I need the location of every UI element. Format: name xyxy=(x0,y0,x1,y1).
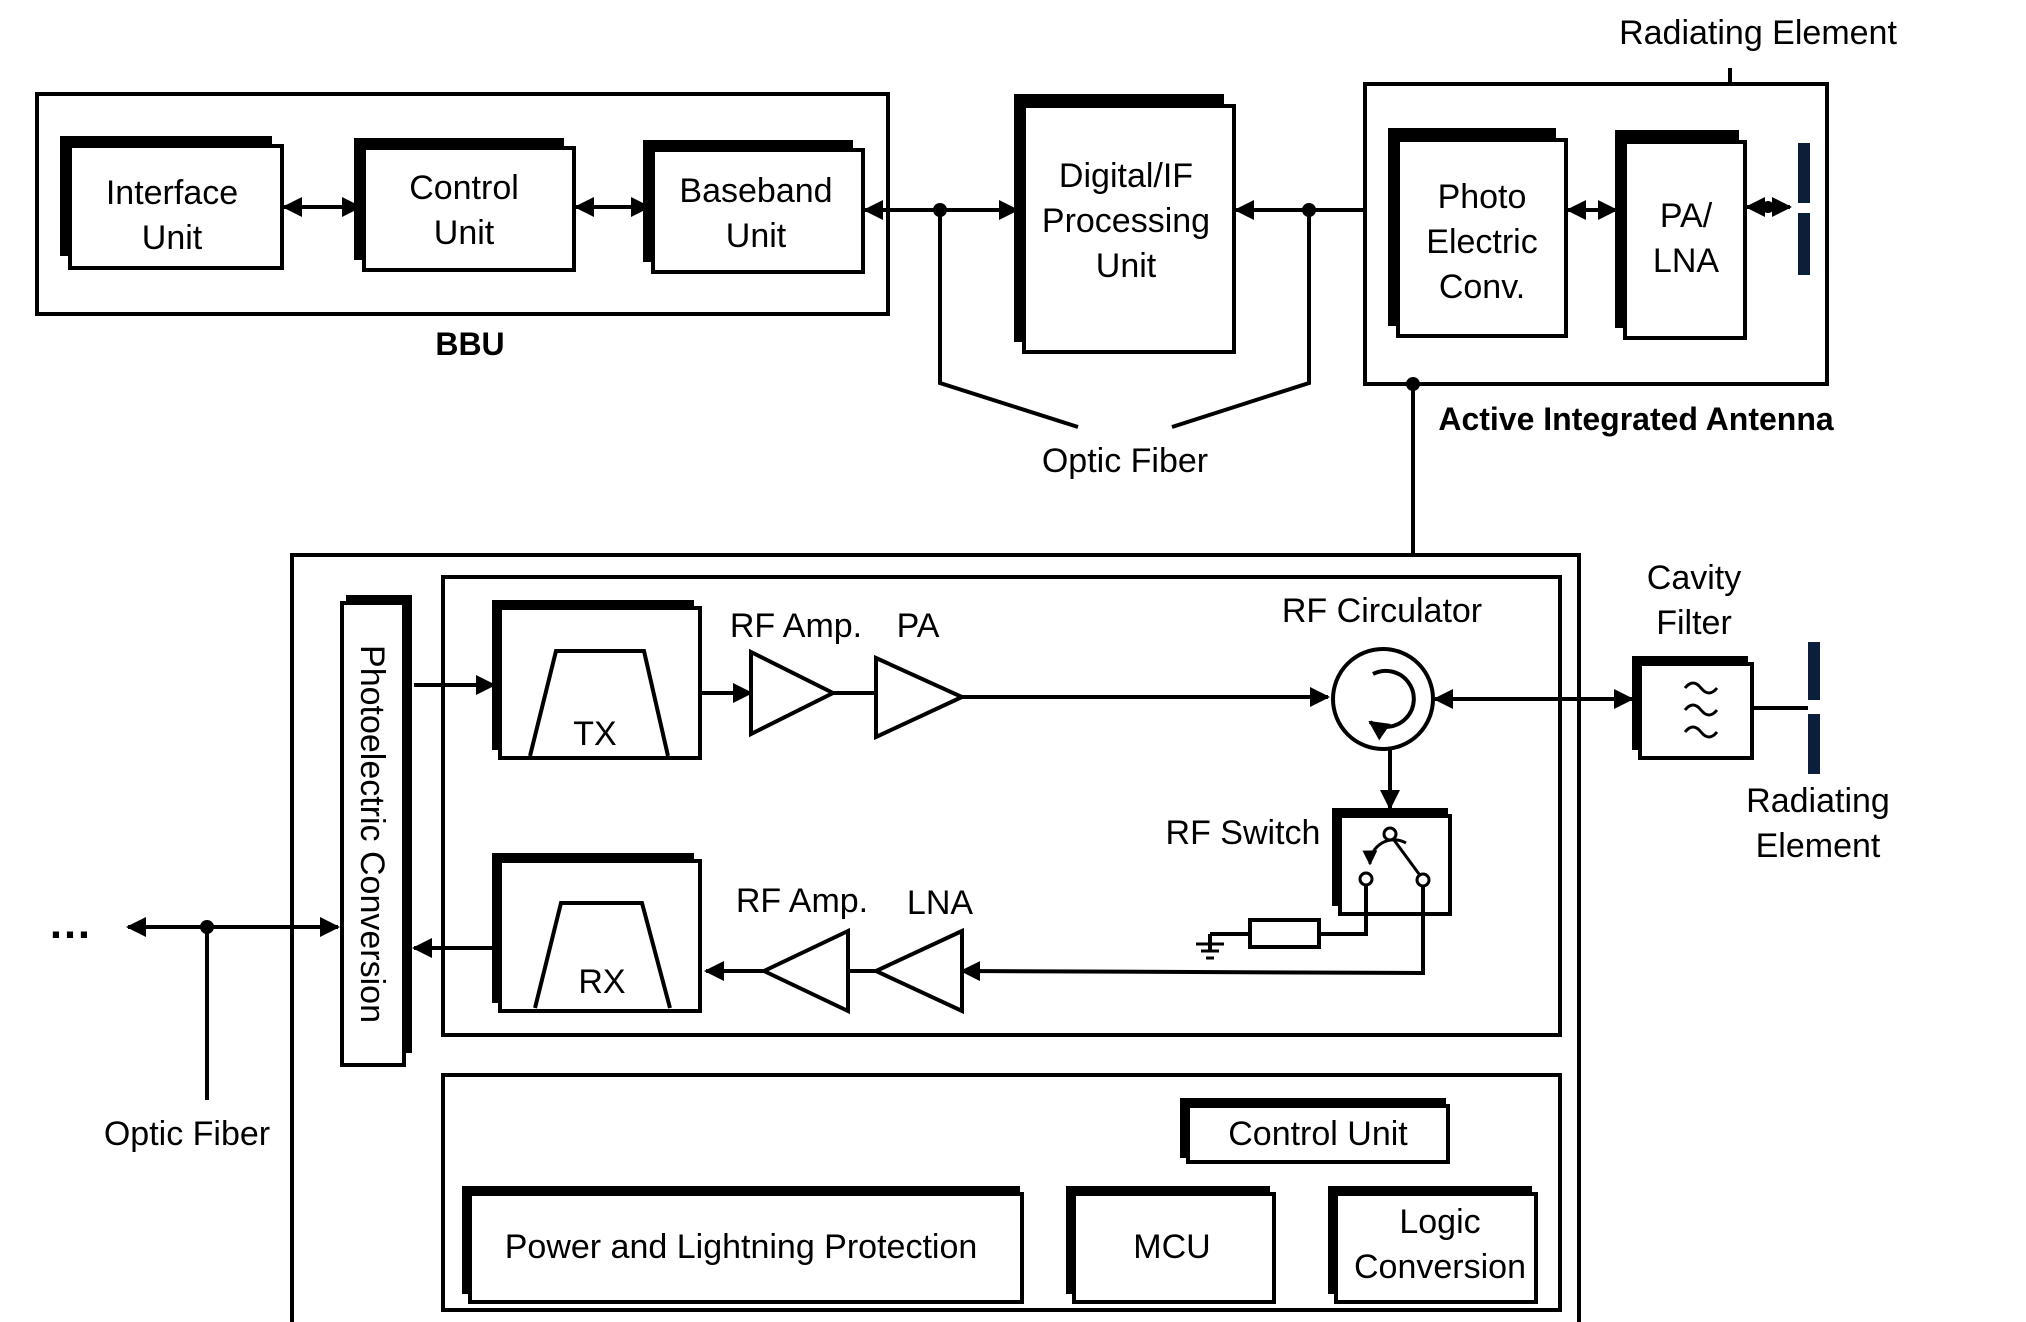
aia-label: Active Integrated Antenna xyxy=(1438,401,1834,437)
cavity-filter-block xyxy=(1632,656,1754,760)
baseband-unit-block: Baseband Unit xyxy=(643,140,865,274)
radiating-element-top-label: Radiating Element xyxy=(1619,14,1897,52)
termination-resistor-icon xyxy=(1248,918,1321,949)
svg-text:Conversion: Conversion xyxy=(1354,1248,1526,1286)
radiating-element-top-upper xyxy=(1798,143,1810,203)
bbu-label: BBU xyxy=(435,326,504,362)
pa-lna-block: PA/ LNA xyxy=(1615,130,1747,340)
photo-electric-conv-block: Photo Electric Conv. xyxy=(1388,128,1568,338)
rx-filter-block: RX xyxy=(492,853,702,1013)
radiating-element-bottom-upper xyxy=(1808,642,1820,700)
svg-text:Electric: Electric xyxy=(1426,223,1537,261)
lna-amp-icon xyxy=(871,927,964,1015)
svg-text:Logic: Logic xyxy=(1399,1203,1480,1241)
svg-text:LNA: LNA xyxy=(1653,242,1719,280)
svg-text:Unit: Unit xyxy=(1096,247,1157,285)
svg-text:Baseband: Baseband xyxy=(679,172,832,210)
svg-text:Unit: Unit xyxy=(726,217,787,255)
switch-to-lna-link xyxy=(960,886,1425,982)
svg-text:PA/: PA/ xyxy=(1660,197,1713,235)
photoelectric-conversion-block: Photoelectric Conversion xyxy=(340,595,412,1067)
rf-switch-label: RF Switch xyxy=(1166,814,1321,852)
svg-text:Control Unit: Control Unit xyxy=(1228,1115,1408,1153)
svg-text:Control: Control xyxy=(409,169,519,207)
rx-rf-amp-label: RF Amp. xyxy=(736,882,868,920)
tx-rf-amp-label: RF Amp. xyxy=(730,607,862,645)
mcu-block: MCU xyxy=(1066,1186,1276,1304)
digital-if-processing-unit-block: Digital/IF Processing Unit xyxy=(1014,94,1236,354)
ellipsis-label: … xyxy=(48,899,92,948)
tx-filter-block: TX xyxy=(492,600,702,760)
radiating-element-bottom-label-line2: Element xyxy=(1756,827,1881,865)
optic-fiber-brace xyxy=(938,210,1079,429)
svg-text:RX: RX xyxy=(578,963,625,1001)
power-lightning-protection-block: Power and Lightning Protection xyxy=(462,1186,1024,1304)
radiating-element-bottom-label-line1: Radiating xyxy=(1746,782,1890,820)
rf-switch-block xyxy=(1332,808,1452,916)
svg-text:Processing: Processing xyxy=(1042,202,1210,240)
svg-text:TX: TX xyxy=(573,715,616,753)
optic-fiber-top-label: Optic Fiber xyxy=(1042,442,1208,480)
svg-text:Digital/IF: Digital/IF xyxy=(1059,157,1193,195)
svg-text:Photo: Photo xyxy=(1438,178,1527,216)
rf-circulator-label: RF Circulator xyxy=(1282,592,1482,630)
logic-conversion-block: Logic Conversion xyxy=(1328,1186,1538,1304)
rx-rf-amp-icon xyxy=(759,927,850,1015)
svg-text:Photoelectric Conversion: Photoelectric Conversion xyxy=(353,645,391,1023)
switch-to-load-link xyxy=(1319,885,1368,936)
svg-text:Unit: Unit xyxy=(142,219,203,257)
optic-fiber-brace-right xyxy=(1171,210,1311,429)
control-unit-block: Control Unit xyxy=(1180,1098,1450,1164)
rf-circulator-arrow xyxy=(1368,668,1416,741)
pa-amp-label: PA xyxy=(897,607,940,645)
svg-text:Unit: Unit xyxy=(434,214,495,252)
svg-text:Interface: Interface xyxy=(106,174,238,212)
svg-text:Power and Lightning Protection: Power and Lightning Protection xyxy=(505,1228,978,1266)
cavity-filter-label-line2: Filter xyxy=(1656,604,1732,642)
pa-amp-icon xyxy=(874,654,967,741)
svg-text:Conv.: Conv. xyxy=(1439,268,1525,306)
cavity-filter-label-line1: Cavity xyxy=(1647,559,1741,597)
rf-circulator-icon xyxy=(1331,647,1435,751)
optic-fiber-left-label: Optic Fiber xyxy=(104,1115,270,1153)
lna-label: LNA xyxy=(907,884,973,922)
interface-unit-block: Interface Unit xyxy=(60,136,284,270)
svg-text:MCU: MCU xyxy=(1133,1228,1210,1266)
radiating-element-bottom-lower xyxy=(1808,714,1820,774)
aia-detail-connector-dot xyxy=(1406,377,1420,391)
radiating-element-top-lower xyxy=(1798,213,1810,275)
tx-rf-amp-icon xyxy=(749,648,838,738)
radiator-feed-dot xyxy=(1762,201,1774,213)
bbu-control-unit-block: Control Unit xyxy=(354,138,576,272)
